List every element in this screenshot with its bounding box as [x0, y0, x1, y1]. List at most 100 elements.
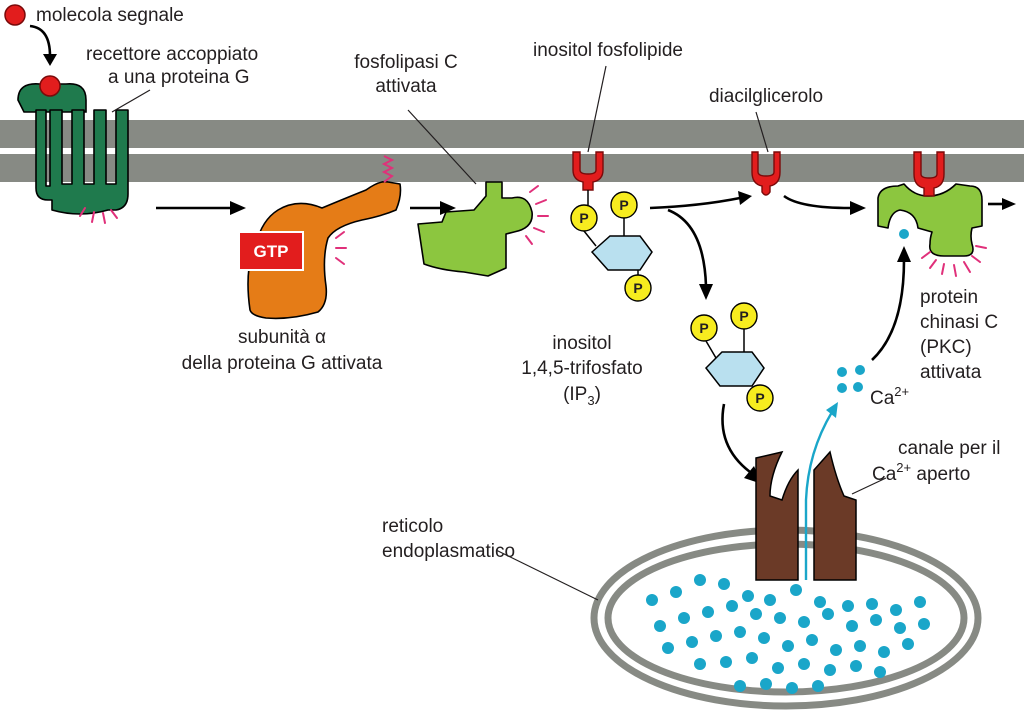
calcium-ion-icon	[786, 682, 798, 694]
arrow-ip3-to-channel	[721, 403, 751, 474]
pkc-activation-glow-icon	[921, 245, 987, 277]
ip3-molecule: P P P	[690, 302, 774, 412]
calcium-ion-icon	[824, 664, 836, 676]
calcium-ion-icon	[890, 604, 902, 616]
diacylglycerol-leader-line	[755, 111, 769, 153]
arrow-dag-to-pkc	[783, 194, 851, 210]
receptor-body	[35, 109, 129, 215]
calcium-ion-icon	[837, 367, 847, 377]
calcium-ion-icon	[774, 612, 786, 624]
phosphate-label: P	[633, 280, 642, 296]
gtp-badge	[238, 231, 304, 271]
receptor-leader-line	[111, 89, 151, 113]
channel-left-subunit	[755, 450, 799, 581]
inositol-ring-icon	[705, 351, 765, 387]
calcium-ion-icon	[758, 632, 770, 644]
inositol-ring-icon	[590, 235, 653, 271]
calcium-ion-icon	[855, 365, 865, 375]
calcium-ion-icon	[798, 616, 810, 628]
calcium-label: Ca2+	[870, 384, 909, 409]
channel-leader-line	[851, 477, 887, 495]
signal-molecule-icon	[4, 4, 26, 26]
g-alpha-label-line-2: della proteina G attivata	[182, 353, 383, 374]
calcium-release-arrow	[804, 411, 834, 580]
plc-leader-line	[407, 109, 477, 185]
g-alpha-label-line-1: subunità α	[238, 327, 326, 348]
arrow-calcium-to-pkc-head	[897, 246, 911, 262]
phosphate-icon	[690, 314, 718, 342]
bound-signal-molecule-icon	[39, 75, 61, 97]
channel-right-subunit	[813, 450, 857, 581]
calcium-ion-icon	[894, 622, 906, 634]
plasma-membrane	[0, 120, 1024, 182]
plc-label-line-2: attivata	[375, 76, 437, 97]
calcium-ion-icon	[702, 606, 714, 618]
g-protein-coupled-receptor	[17, 75, 129, 224]
calcium-ion-icon	[812, 680, 824, 692]
calcium-ion-icon	[914, 596, 926, 608]
arrow-calcium-to-pkc	[871, 259, 906, 361]
released-calcium-ions	[837, 365, 865, 393]
calcium-ion-icon	[750, 608, 762, 620]
calcium-ion-icon	[662, 642, 674, 654]
inositol-phospholipid: P P P	[570, 151, 653, 302]
lipid-anchor-icon	[381, 155, 395, 183]
calcium-ion-icon	[720, 656, 732, 668]
ip3-label-line-3: (IP3)	[563, 384, 601, 408]
calcium-ion-icon	[760, 678, 772, 690]
calcium-ion-icon	[853, 382, 863, 392]
er-label-line-1: reticolo	[382, 516, 443, 537]
phosphate-icon	[746, 384, 774, 412]
arrow-g-alpha-to-plc-head	[440, 201, 456, 215]
arrow-pkc-output-head	[1002, 198, 1016, 210]
arrow-receptor-to-g-alpha-head	[230, 201, 246, 215]
calcium-ion-icon	[866, 598, 878, 610]
calcium-ion-icon	[734, 680, 746, 692]
ip3-label-line-1: inositol	[552, 333, 611, 354]
calcium-ion-icon	[790, 584, 802, 596]
phospholipid-label: inositol fosfolipide	[533, 40, 683, 61]
er-label-line-2: endoplasmatico	[382, 541, 515, 562]
g-protein-alpha-subunit: GTP	[238, 155, 402, 320]
pkc-label-line-3: (PKC)	[920, 337, 972, 358]
g-alpha-activation-glow-icon	[335, 231, 347, 265]
calcium-ion-icon	[764, 594, 776, 606]
arrow-to-ip3-head	[699, 284, 713, 300]
pkc-label-line-4: attivata	[920, 362, 982, 383]
calcium-ion-icon	[686, 636, 698, 648]
receptor-activation-glow-icon	[79, 207, 118, 224]
calcium-ion-icon	[918, 618, 930, 630]
arrow-to-ip3	[667, 208, 708, 287]
arrow-dag-to-pkc-head	[850, 201, 866, 215]
calcium-ion-icon	[814, 596, 826, 608]
phosphate-label: P	[619, 197, 628, 213]
plc-activation-glow-icon	[525, 185, 549, 245]
diacylglycerol-label: diacilglicerolo	[709, 86, 823, 107]
calcium-ion-icon	[878, 646, 890, 658]
calcium-channel	[755, 450, 857, 581]
calcium-ion-icon	[670, 586, 682, 598]
signal-molecule-label: molecola segnale	[36, 5, 184, 26]
er-leader-line	[495, 549, 599, 601]
signal-molecule-arrowhead	[43, 54, 57, 66]
calcium-ion-icon	[806, 634, 818, 646]
calcium-ion-icon	[734, 626, 746, 638]
channel-label-line-1: canale per il	[898, 438, 1000, 459]
ip3-label-line-2: 1,4,5-trifosfato	[521, 358, 642, 379]
calcium-ion-icon	[694, 574, 706, 586]
membrane-inner-layer	[0, 154, 1024, 182]
calcium-ion-icon	[822, 608, 834, 620]
plc-label-line-1: fosfolipasi C	[354, 52, 458, 73]
calcium-ion-icon	[874, 666, 886, 678]
channel-label-line-2: Ca2+ aperto	[872, 460, 970, 485]
gtp-label: GTP	[254, 242, 289, 261]
calcium-ion-icon	[854, 640, 866, 652]
phosphate-label: P	[755, 390, 764, 406]
phosphate-label: P	[579, 210, 588, 226]
receptor-label-line-2: a una proteina G	[108, 67, 250, 88]
calcium-ion-icon	[830, 644, 842, 656]
pkc-label-line-2: chinasi C	[920, 312, 998, 333]
calcium-ion-icon	[798, 658, 810, 670]
arrow-to-diacylglycerol	[649, 196, 741, 210]
